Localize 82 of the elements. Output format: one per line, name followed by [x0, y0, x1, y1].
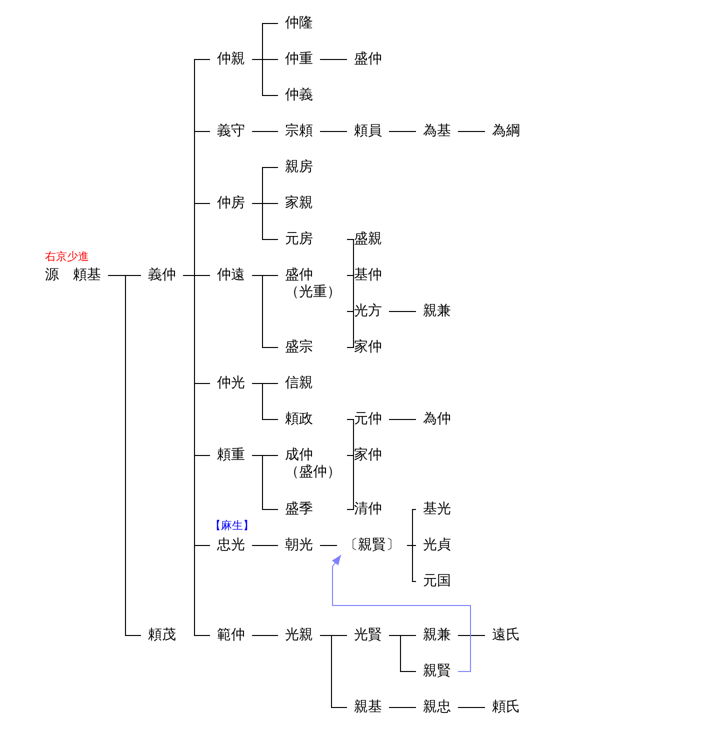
connector-line — [388, 635, 416, 672]
name-label: 基光 — [416, 499, 458, 519]
connector-line — [252, 131, 278, 132]
name-label: 為基 — [416, 121, 458, 141]
clan-label: 【麻生】 — [210, 519, 254, 532]
name-label: 遠氏 — [485, 625, 527, 645]
connector-line — [252, 203, 278, 240]
name-label: 親房 — [278, 157, 320, 177]
connector-line — [346, 419, 354, 456]
connector-line — [458, 707, 486, 708]
connector-line — [108, 275, 142, 636]
name-label: 朝光 — [278, 535, 320, 555]
name-label: 親賢 — [416, 661, 458, 681]
name-label: 義守 — [210, 121, 252, 141]
name-label: 為綱 — [485, 121, 527, 141]
name-label: 頼重 — [210, 445, 252, 465]
name-label: 元房 — [278, 229, 320, 249]
name-label: 光方 — [347, 301, 389, 321]
name-label: 盛仲 — [347, 49, 389, 69]
connector-line — [320, 545, 338, 546]
connector-line — [388, 419, 416, 420]
connector-line — [458, 635, 486, 636]
connector-line — [406, 545, 416, 582]
connector-line — [388, 131, 416, 132]
name-label: 元仲 — [347, 409, 389, 429]
connector-line — [388, 707, 416, 708]
connector-line — [252, 545, 278, 546]
connector-line — [320, 635, 348, 708]
name-label: 仲光 — [210, 373, 252, 393]
connector-line — [320, 131, 348, 132]
connector-line — [346, 275, 354, 348]
connector-line — [252, 635, 278, 636]
name-label: 頼茂 — [141, 625, 183, 645]
name-label: 信親 — [278, 373, 320, 393]
name-label: 清仲 — [347, 499, 389, 519]
connector-line — [252, 59, 278, 96]
connector-line — [252, 455, 278, 510]
name-label: 仲親 — [210, 49, 252, 69]
name-label: 盛宗 — [278, 337, 320, 357]
name-label: 〔親賢〕 — [337, 535, 407, 555]
name-label: 頼政 — [278, 409, 320, 429]
connector-line — [388, 311, 416, 312]
connector-line — [458, 131, 486, 132]
name-label: 元国 — [416, 571, 458, 591]
name-label: 光貞 — [416, 535, 458, 555]
name-label: 仲隆 — [278, 13, 320, 33]
alias-label: （光重） — [285, 285, 341, 299]
name-label: 家仲 — [347, 337, 389, 357]
name-label: 源 頼基 — [38, 265, 108, 285]
connector-line — [252, 383, 278, 420]
connector-line — [346, 455, 354, 510]
title-label: 右京少進 — [45, 250, 89, 263]
alias-label: （盛仲） — [285, 465, 341, 479]
name-label: 親忠 — [416, 697, 458, 717]
name-label: 家親 — [278, 193, 320, 213]
connector-line — [182, 275, 210, 636]
name-label: 親兼 — [416, 301, 458, 321]
name-label: 基仲 — [347, 265, 389, 285]
name-label: 義仲 — [141, 265, 183, 285]
name-label: 光賢 — [347, 625, 389, 645]
name-label: 光親 — [278, 625, 320, 645]
name-label: 頼氏 — [485, 697, 527, 717]
name-label: 家仲 — [347, 445, 389, 465]
name-label: 忠光 — [210, 535, 252, 555]
name-label: 仲義 — [278, 85, 320, 105]
name-label: 盛仲 — [285, 266, 314, 284]
connector-line — [346, 239, 354, 276]
connector-line — [252, 275, 278, 348]
name-label: 範仲 — [210, 625, 252, 645]
name-label: 成仲 — [285, 446, 314, 464]
name-label: 仲房 — [210, 193, 252, 213]
name-label: 頼員 — [347, 121, 389, 141]
name-label: 仲重 — [278, 49, 320, 69]
name-label: 親兼 — [416, 625, 458, 645]
name-label: 盛親 — [347, 229, 389, 249]
name-label: 盛季 — [278, 499, 320, 519]
connector-line — [320, 59, 348, 60]
name-label: 親基 — [347, 697, 389, 717]
name-label: 仲遠 — [210, 265, 252, 285]
name-label: 為仲 — [416, 409, 458, 429]
name-label: 宗頼 — [278, 121, 320, 141]
arrow — [332, 554, 471, 672]
